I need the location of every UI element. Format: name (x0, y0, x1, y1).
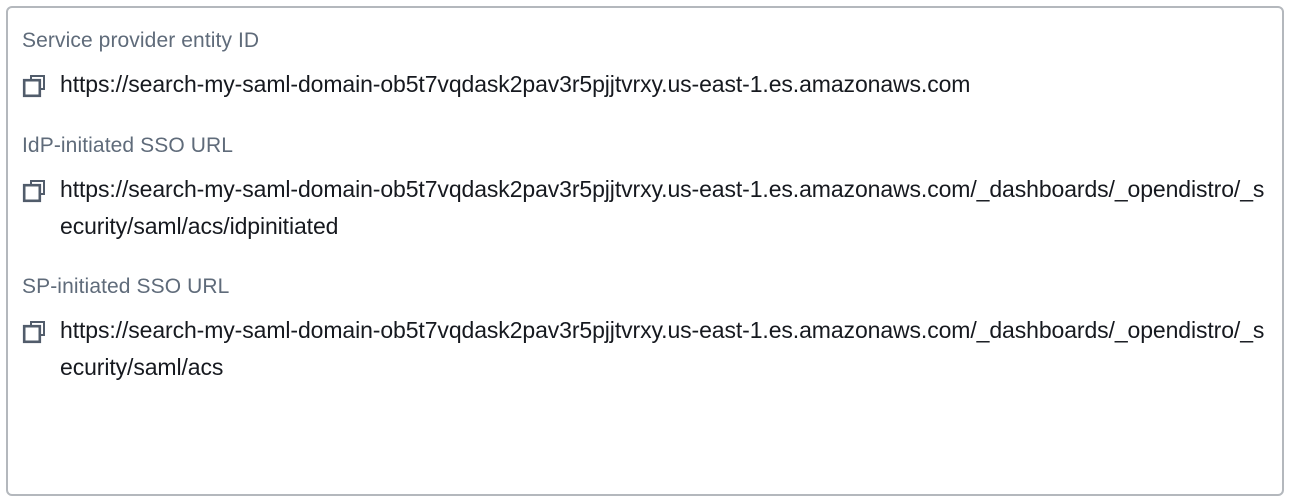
value-row-service-provider-entity-id: https://search-my-saml-domain-ob5t7vqdas… (8, 66, 1282, 103)
copy-icon[interactable] (22, 73, 48, 99)
value-row-idp-initiated-sso-url: https://search-my-saml-domain-ob5t7vqdas… (8, 171, 1282, 245)
field-group-service-provider-entity-id: Service provider entity ID https://searc… (8, 28, 1282, 103)
field-group-sp-initiated-sso-url: SP-initiated SSO URL https://search-my-s… (8, 274, 1282, 386)
copy-icon[interactable] (22, 178, 48, 204)
value-row-sp-initiated-sso-url: https://search-my-saml-domain-ob5t7vqdas… (8, 312, 1282, 386)
value-service-provider-entity-id: https://search-my-saml-domain-ob5t7vqdas… (60, 71, 971, 97)
field-label-sp-initiated-sso-url: SP-initiated SSO URL (22, 275, 230, 298)
field-label-idp-initiated-sso-url: IdP-initiated SSO URL (22, 134, 234, 157)
saml-endpoints-panel: Service provider entity ID https://searc… (6, 6, 1284, 496)
copy-icon[interactable] (22, 319, 48, 345)
value-sp-initiated-sso-url: https://search-my-saml-domain-ob5t7vqdas… (60, 317, 1265, 380)
value-idp-initiated-sso-url: https://search-my-saml-domain-ob5t7vqdas… (60, 176, 1265, 239)
field-label-service-provider-entity-id: Service provider entity ID (22, 29, 260, 52)
field-group-idp-initiated-sso-url: IdP-initiated SSO URL https://search-my-… (8, 133, 1282, 245)
